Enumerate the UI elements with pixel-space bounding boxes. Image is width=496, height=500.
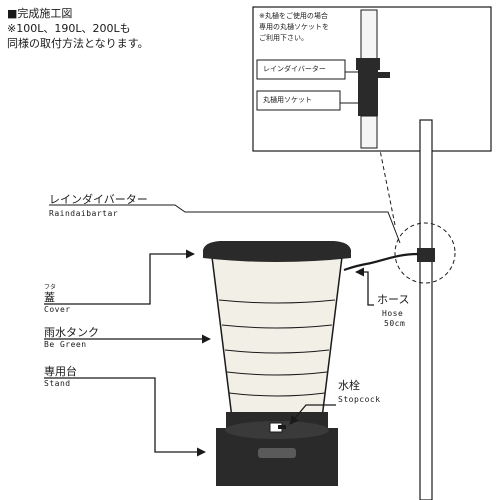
- stopcock-label-en: Stopcock: [338, 395, 381, 404]
- inset-note-line2: 専用の丸樋ソケットを: [259, 23, 329, 31]
- inset-label-diverter: レインダイバーター: [263, 65, 326, 73]
- tank-label-jp: 雨水タンク: [44, 326, 99, 339]
- hose-label-en: Hose: [382, 309, 404, 318]
- cover-label-jp: 蓋: [44, 291, 55, 304]
- diverter-leader: [49, 204, 401, 244]
- diverter-label-jp: レインダイバーター: [49, 193, 148, 206]
- install-method-note: 同様の取付方法となります。: [7, 37, 149, 50]
- inset-label-frame-socket: [256, 90, 341, 111]
- stopcock-leader: [289, 404, 336, 425]
- inset-label-frame-diverter: [256, 59, 346, 80]
- cover-ruby: フタ: [44, 284, 57, 291]
- stand-label-jp: 専用台: [44, 365, 77, 378]
- hose-label-jp: ホース: [377, 293, 410, 306]
- stopcock-handle: [278, 425, 286, 429]
- stand-opening: [258, 448, 296, 458]
- cover-leader: [44, 249, 195, 305]
- tank-cover: [203, 241, 351, 262]
- inset-label-socket: 丸樋用ソケット: [263, 96, 312, 104]
- downpipe: [419, 119, 433, 500]
- inset-note-line3: ご利用下さい。: [259, 34, 308, 42]
- diagram-title: ■完成施工図: [7, 7, 73, 20]
- tank-body: [211, 256, 343, 419]
- diverter-label-en: Raindaibartar: [49, 209, 119, 218]
- hose-length: 50cm: [384, 319, 406, 328]
- stopcock-label-jp: 水栓: [338, 379, 360, 392]
- inset-note-line1: ※丸樋をご使用の場合: [259, 12, 328, 20]
- stand-leader: [44, 377, 206, 457]
- hose-leader: [355, 267, 374, 306]
- detail-circle: [394, 222, 456, 284]
- inset-pipe-assembly: [356, 9, 390, 149]
- tank-ribs: [218, 299, 336, 397]
- stand-label-en: Stand: [44, 379, 71, 388]
- tank-label-en: Be Green: [44, 340, 87, 349]
- hose: [343, 252, 419, 272]
- cover-label-en: Cover: [44, 305, 71, 314]
- detail-leader: [379, 149, 396, 226]
- capacity-note: ※100L、190L、200Lも: [7, 22, 131, 35]
- inset-box: [252, 6, 492, 152]
- rain-diverter: [417, 248, 435, 262]
